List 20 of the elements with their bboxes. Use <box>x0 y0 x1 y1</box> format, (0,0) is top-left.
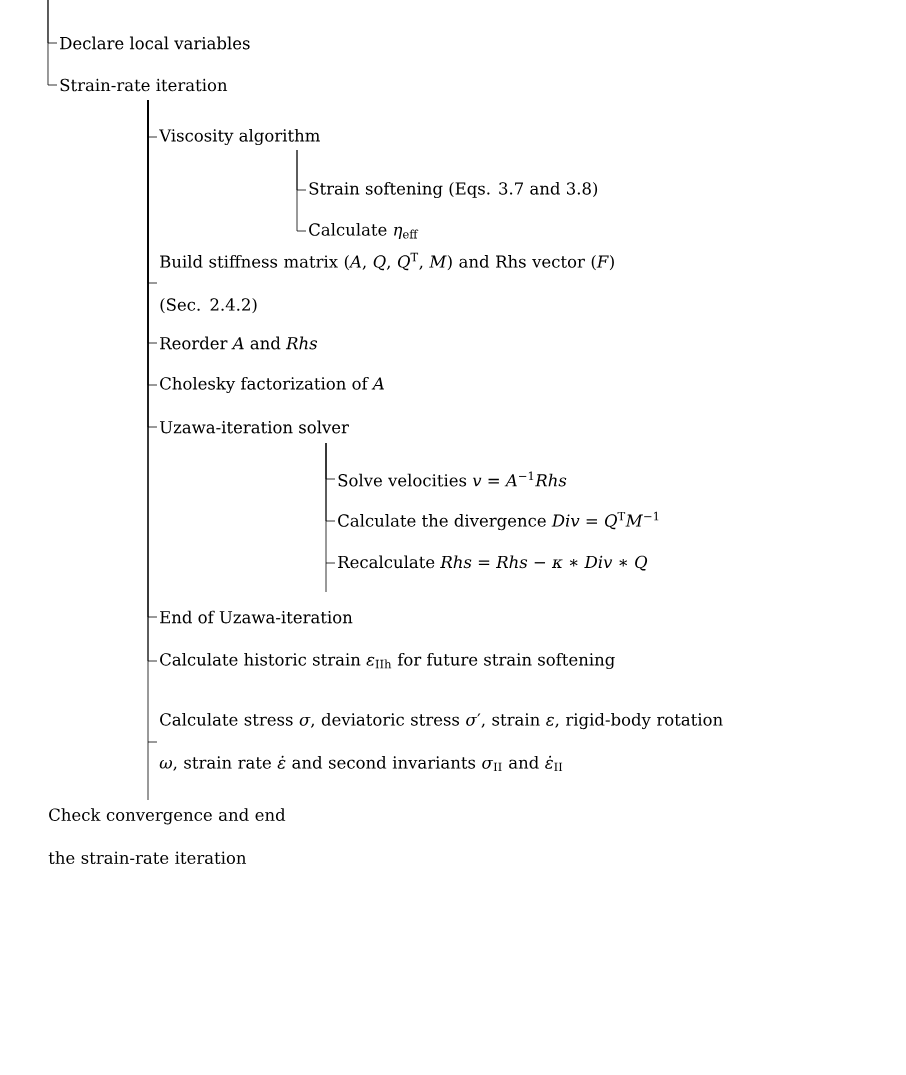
tree-item: Calculate the divergence Div = Q$^{T}$M$^{−1}$ <box>338 511 659 531</box>
tree-item: Declare local variables <box>60 36 250 50</box>
tree-item: Cholesky factorization of A <box>160 376 384 394</box>
tree-item: Strain softening (Eqs. 3.7 and 3.8) <box>309 181 598 199</box>
tree-item: Uzawa-iteration solver <box>159 420 349 434</box>
tree-item: Calculate stress σ, deviatoric stress σ′, strain ε, rigid-body rotation ω, strain rate ε̇ and second invariants σ$_{II}$ and ε̇$_{II}$ <box>159 712 723 772</box>
tree-item: End of Uzawa-iteration <box>160 610 353 624</box>
tree-item: Recalculate Rhs = Rhs − κ ∗ Div ∗ Q <box>338 555 648 571</box>
tree-item: Solve velocities v = A$^{−1}$Rhs <box>338 471 567 487</box>
tree-connector <box>147 99 158 801</box>
tree-connector <box>296 149 307 232</box>
tree-connector <box>47 0 58 86</box>
tree-item: Build stiffness matrix (A, Q, Q$^{T}$, M) and Rhs vector (F) (Sec. 2.4.2) <box>160 252 614 314</box>
tree-item: Calculate historic strain ε$_{IIh}$ for future strain softening <box>160 652 615 670</box>
note-text: Check convergence and end the strain-rate iteration <box>48 808 286 864</box>
tree-connector <box>325 442 336 593</box>
tree-item: Calculate η$_{eff}$ <box>309 223 419 239</box>
tree-item: Strain-rate iteration <box>60 78 228 92</box>
tree-item: Viscosity algorithm <box>159 128 320 146</box>
tree-item: Reorder A and Rhs <box>160 336 318 350</box>
